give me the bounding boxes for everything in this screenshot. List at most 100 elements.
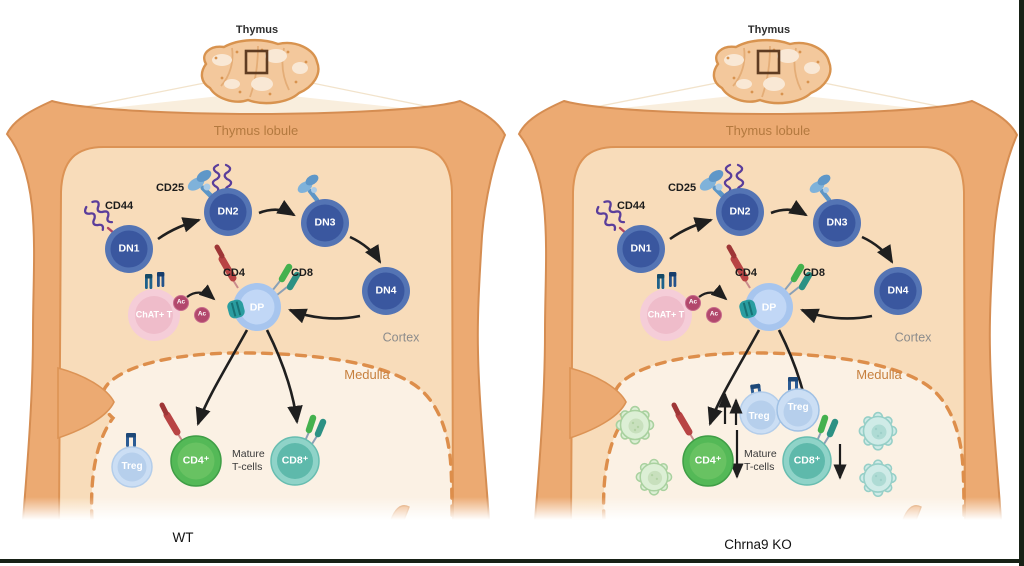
dp-cell — [214, 244, 301, 331]
arrow-chat-dp — [186, 284, 216, 301]
cd8-receptor-icon — [271, 263, 301, 296]
cd44-label: CD44 — [104, 200, 134, 213]
dn1-cell — [83, 200, 153, 273]
magnified-region-box — [756, 49, 781, 75]
cd8-pos-cell — [270, 414, 327, 486]
thymus-organ-icon — [712, 39, 832, 105]
dn1-label: DN1 — [630, 242, 652, 255]
ac-label: Ac — [176, 298, 186, 306]
arrow-dn3-dn4 — [861, 235, 894, 264]
panel-bottom-fade — [0, 497, 512, 523]
cd8-pos-label: CD8⁺ — [793, 454, 821, 467]
arrow-dn1-dn2 — [669, 217, 713, 241]
cd4-pos-label: CD4⁺ — [694, 454, 722, 467]
change-arrows — [718, 392, 847, 480]
arrow-dp-cd4 — [195, 329, 249, 426]
cd8-label: CD8 — [802, 267, 826, 280]
organ-dots — [214, 48, 308, 96]
thymus-organ-icon — [200, 39, 320, 105]
cd8-receptor-icon — [304, 414, 327, 445]
spiky-cell-green-icon — [615, 405, 655, 445]
ac-label: Ac — [197, 310, 207, 318]
panel-ko-caption: Chrna9 KO — [724, 536, 792, 552]
cd4-label: CD4 — [222, 267, 246, 280]
lobule-label: Thymus lobule — [213, 123, 299, 139]
spiky-cell-teal-icon — [859, 459, 897, 498]
dn2-label: DN2 — [729, 205, 751, 218]
treg-cell-pair — [739, 377, 820, 435]
medulla-dashed-boundary — [89, 351, 454, 522]
treg-label: Treg — [787, 401, 809, 413]
dn1-label: DN1 — [118, 242, 140, 255]
chat-t-cell — [640, 272, 692, 341]
ac-molecule-icon — [194, 307, 210, 323]
cd4-pos-label: CD4⁺ — [182, 454, 210, 467]
medulla-region — [603, 352, 964, 520]
arrow-dn1-dn2 — [157, 217, 201, 241]
thymus-label: Thymus — [235, 24, 279, 37]
ac-molecule-icon — [173, 295, 189, 311]
cd4-pos-cell — [671, 402, 734, 487]
cd25-label: CD25 — [667, 182, 697, 195]
mature-tcells-label: Mature T-cells — [744, 448, 777, 474]
panel-bottom-fade — [512, 497, 1024, 523]
dn2-label: DN2 — [217, 205, 239, 218]
panel-wt-drawing — [5, 39, 507, 522]
chat-t-label: ChAT+ T — [135, 309, 173, 320]
treg-label: Treg — [121, 460, 143, 472]
chat-receptor-icon — [145, 272, 165, 289]
dn3-cell — [809, 174, 861, 247]
dn3-cell — [297, 174, 349, 247]
arrow-dn2-dn3 — [770, 200, 808, 217]
treg-receptor-icon — [788, 377, 798, 391]
cortex-label: Cortex — [894, 330, 932, 345]
cd8-pos-cell — [782, 414, 839, 486]
medulla-label: Medulla — [856, 367, 902, 383]
nachr-receptor-icon — [739, 299, 757, 319]
dn3-label: DN3 — [826, 216, 848, 229]
dn4-label: DN4 — [887, 284, 909, 297]
mature-tcells-label: Mature T-cells — [232, 448, 265, 474]
panel-ko-drawing — [517, 39, 1019, 522]
dp-label: DP — [761, 301, 777, 314]
figure-right-border — [1019, 0, 1024, 566]
chat-t-label: ChAT+ T — [647, 309, 685, 320]
dn1-cell — [595, 200, 665, 273]
cd4-receptor-icon — [726, 244, 751, 289]
magnified-region-box — [244, 49, 269, 75]
dp-label: DP — [249, 301, 265, 314]
arrow-dn2-dn3 — [258, 200, 296, 217]
arrow-dp-cd4 — [707, 329, 761, 426]
arrow-dn4-dp — [800, 308, 873, 324]
medulla-label: Medulla — [344, 367, 390, 383]
treg-cell — [111, 433, 153, 488]
arrow-dp-cd8 — [265, 329, 303, 425]
frame-spike — [57, 366, 115, 440]
ac-label: Ac — [688, 298, 698, 306]
chat-t-cell — [128, 272, 180, 341]
spiky-cell-green-icon — [635, 458, 673, 496]
panel-wt-caption: WT — [172, 529, 194, 545]
panel-chrna9-ko: Thymus Thymus lobule CD44 CD25 DN1 DN2 D… — [512, 0, 1024, 566]
thymus-label: Thymus — [747, 24, 791, 37]
cd25-receptor-icon — [187, 170, 215, 200]
arrow-dn4-dp — [288, 308, 361, 324]
cd25-receptor-icon — [297, 174, 320, 203]
panel-wt: Thymus Thymus lobule CD44 CD25 DN1 DN2 D… — [0, 24, 512, 545]
nachr-receptor-icon — [227, 299, 245, 319]
dn2-cell — [699, 163, 764, 236]
figure-bottom-border — [0, 559, 1024, 563]
cd4-receptor-icon — [214, 244, 239, 289]
cd4-label: CD4 — [734, 267, 758, 280]
cd4-pos-cell — [159, 402, 222, 487]
cd8-receptor-icon — [783, 263, 813, 296]
thymus-fan — [38, 92, 474, 116]
frame-spike — [569, 366, 627, 440]
cortex-label: Cortex — [382, 330, 420, 345]
cd25-label: CD25 — [155, 182, 185, 195]
dp-cell — [726, 244, 813, 331]
medulla-region — [91, 352, 452, 520]
dn2-cell — [187, 163, 252, 236]
cd8-pos-label: CD8⁺ — [281, 454, 309, 467]
